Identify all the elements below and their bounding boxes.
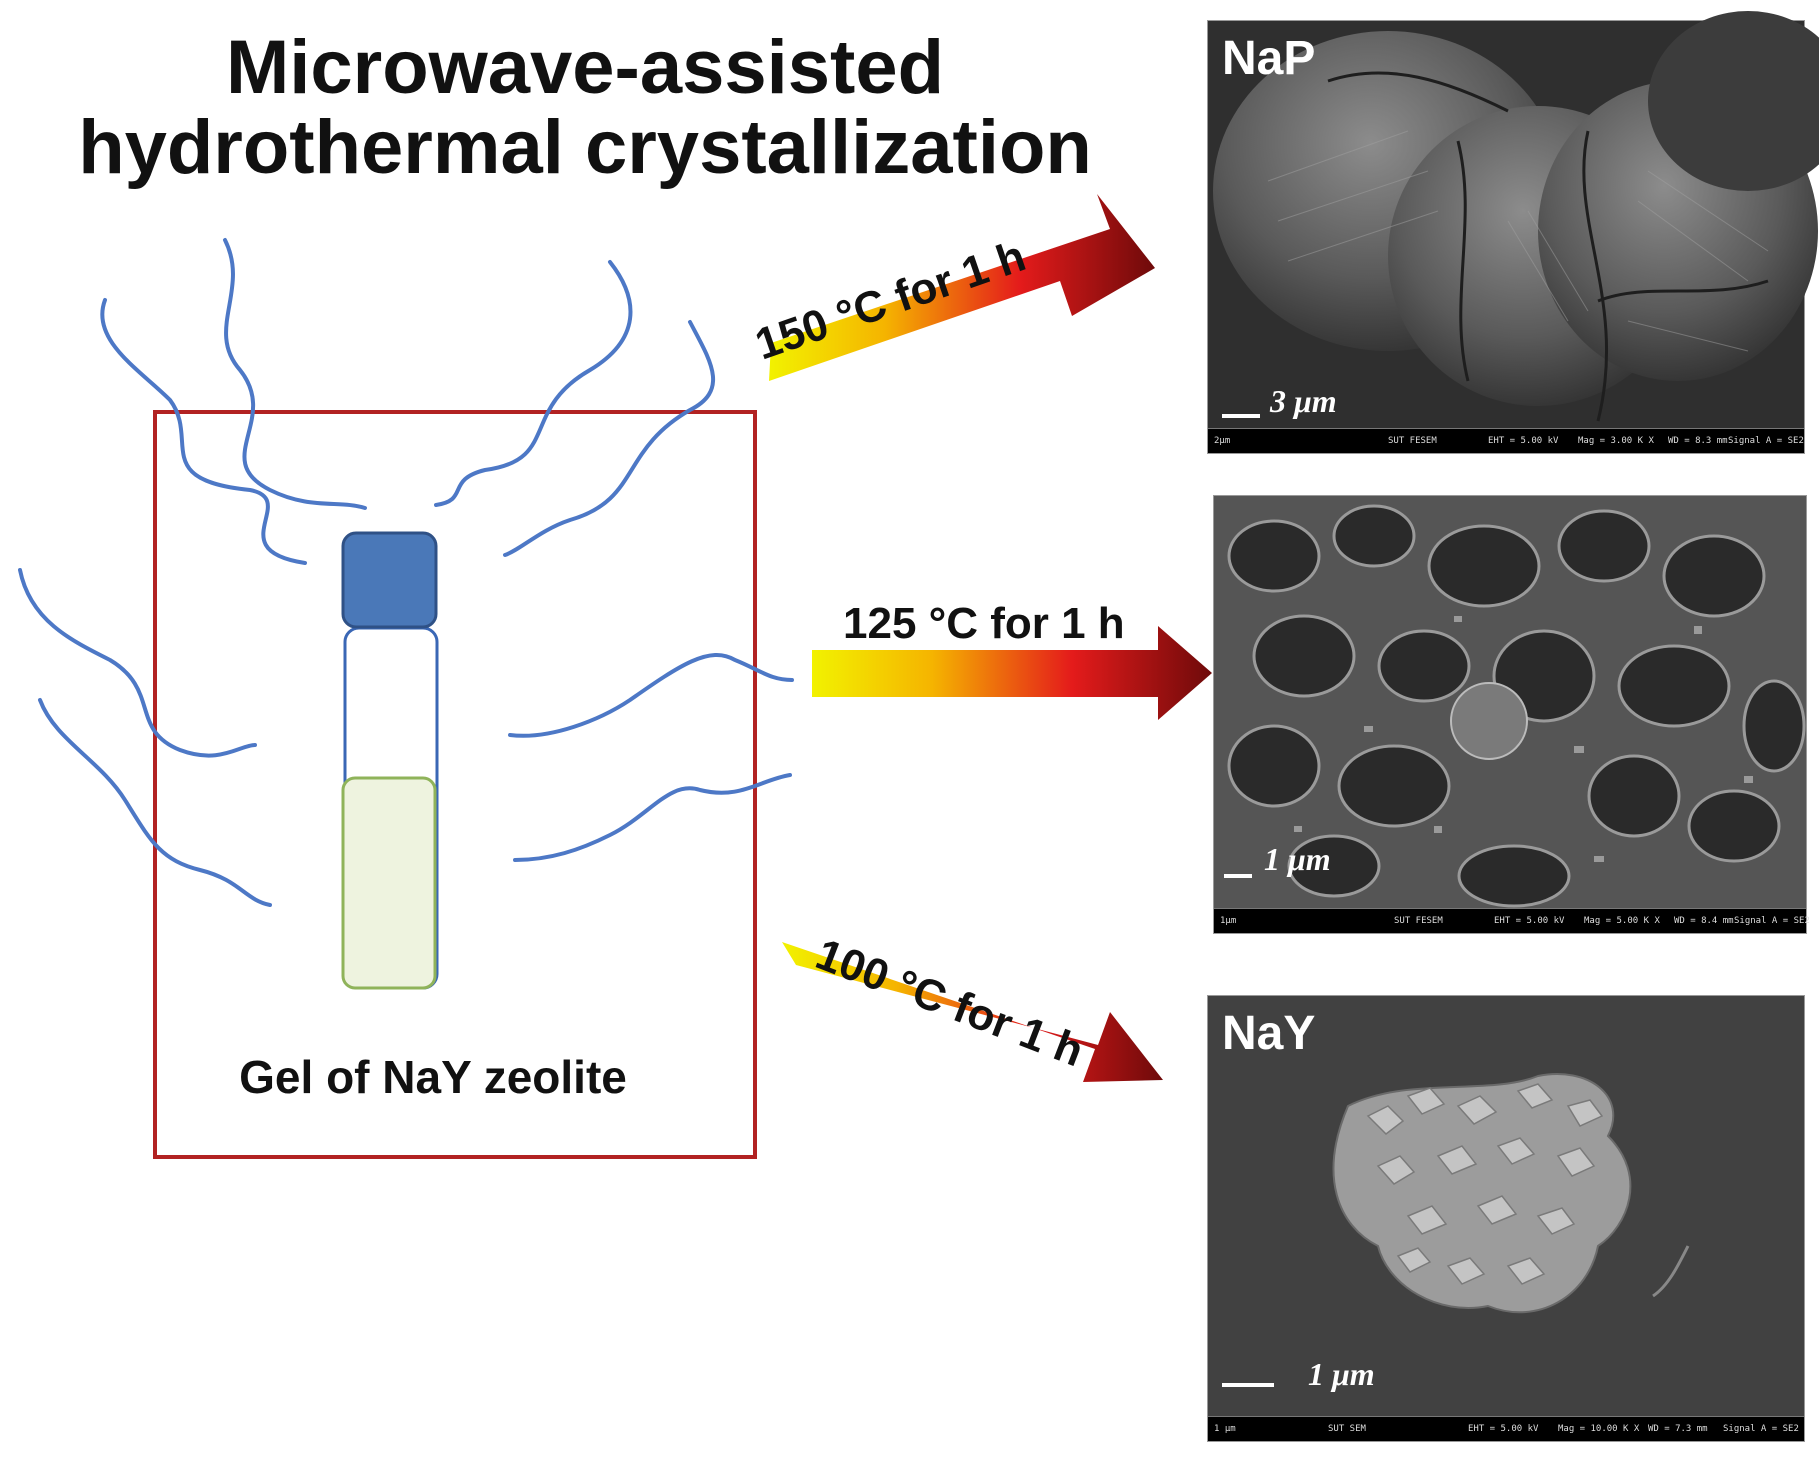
- microwave-wave-5: [18, 568, 257, 758]
- scale-text-nap: 3 μm: [1270, 383, 1337, 419]
- infobar-nay-4: WD = 7.3 mm: [1648, 1424, 1708, 1434]
- microwave-waves: [18, 238, 794, 907]
- diagram-title: Microwave-assisted hydrothermal crystall…: [40, 28, 1130, 188]
- title-line-1: Microwave-assisted: [225, 25, 945, 110]
- infobar-125c-1: SUT FESEM: [1394, 916, 1443, 926]
- infobar-nap-3: Mag = 3.00 K X: [1578, 436, 1654, 446]
- infobar-125c-4: WD = 8.4 mm: [1674, 916, 1734, 926]
- sem-infobar-nay: 1 μm SUT SEM EHT = 5.00 kV Mag = 10.00 K…: [1208, 1416, 1804, 1441]
- sem-infobar-nap: 2μm SUT FESEM EHT = 5.00 kV Mag = 3.00 K…: [1208, 428, 1804, 453]
- scale-bar-nap: [1222, 414, 1260, 418]
- sem-image-125c: 1 μm 1μm SUT FESEM EHT = 5.00 kV Mag = 5…: [1213, 495, 1810, 934]
- microwave-wave-4: [503, 320, 716, 557]
- sem-label-nay: NaY: [1222, 1007, 1316, 1060]
- infobar-nay-5: Signal A = SE2: [1723, 1424, 1799, 1434]
- infobar-125c-3: Mag = 5.00 K X: [1584, 916, 1660, 926]
- arrow-100c-shape: [782, 942, 1163, 1082]
- arrow-100c: 100 °C for 1 h: [782, 930, 1163, 1082]
- arrow-125c-label: 125 °C for 1 h: [843, 599, 1125, 648]
- infobar-nay-2: EHT = 5.00 kV: [1468, 1424, 1539, 1434]
- arrow-150c: 150 °C for 1 h: [749, 194, 1155, 381]
- vessel-label: Gel of NaY zeolite: [239, 1051, 627, 1103]
- arrow-100c-label: 100 °C for 1 h: [809, 930, 1090, 1077]
- microwave-wave-6: [38, 698, 272, 907]
- test-tube-cap: [341, 531, 438, 629]
- nap-particle-drawing: [1208, 11, 1819, 453]
- scale-bar-125c: [1224, 874, 1252, 878]
- infobar-125c-0: 1μm: [1220, 916, 1237, 926]
- infobar-125c-5: Signal A = SE2: [1734, 916, 1810, 926]
- arrow-125c-shape: [812, 626, 1212, 720]
- infobar-125c-2: EHT = 5.00 kV: [1494, 916, 1565, 926]
- scale-text-nay: 1 μm: [1308, 1356, 1375, 1392]
- arrow-150c-shape: [769, 194, 1155, 381]
- microwave-wave-3: [434, 260, 633, 507]
- microwave-wave-8: [513, 773, 792, 862]
- sem-infobar-125c: 1μm SUT FESEM EHT = 5.00 kV Mag = 5.00 K…: [1214, 908, 1810, 933]
- scale-bar-nay: [1222, 1383, 1274, 1387]
- infobar-nap-1: SUT FESEM: [1388, 436, 1437, 446]
- gel-fill: [341, 776, 437, 990]
- sem-image-nay: NaY 1 μm 1 μm SUT SEM EHT = 5.00 kV Mag …: [1207, 995, 1805, 1442]
- microwave-wave-7: [508, 653, 794, 738]
- porous-structure-drawing: [1214, 496, 1806, 933]
- infobar-nap-4: WD = 8.3 mm: [1668, 436, 1728, 446]
- test-tube: [341, 531, 439, 990]
- nay-aggregate-drawing: [1208, 996, 1804, 1441]
- sem-label-nap: NaP: [1222, 32, 1316, 85]
- scale-text-125c: 1 μm: [1264, 841, 1331, 877]
- arrow-125c: 125 °C for 1 h: [812, 599, 1212, 720]
- infobar-nay-3: Mag = 10.00 K X: [1558, 1424, 1640, 1434]
- microwave-reactor-box: [153, 410, 757, 1159]
- infobar-nay-0: 1 μm: [1214, 1424, 1236, 1434]
- sem-image-nap: NaP 3 μm 2μm SUT FESEM EHT = 5.00 kV Mag…: [1207, 11, 1819, 454]
- title-line-2: hydrothermal crystallization: [78, 105, 1092, 190]
- infobar-nap-0: 2μm: [1214, 436, 1231, 446]
- infobar-nap-5: Signal A = SE2: [1728, 436, 1804, 446]
- infobar-nap-2: EHT = 5.00 kV: [1488, 436, 1559, 446]
- infobar-nay-1: SUT SEM: [1328, 1424, 1366, 1434]
- microwave-wave-1: [223, 238, 367, 510]
- microwave-wave-2: [100, 298, 307, 565]
